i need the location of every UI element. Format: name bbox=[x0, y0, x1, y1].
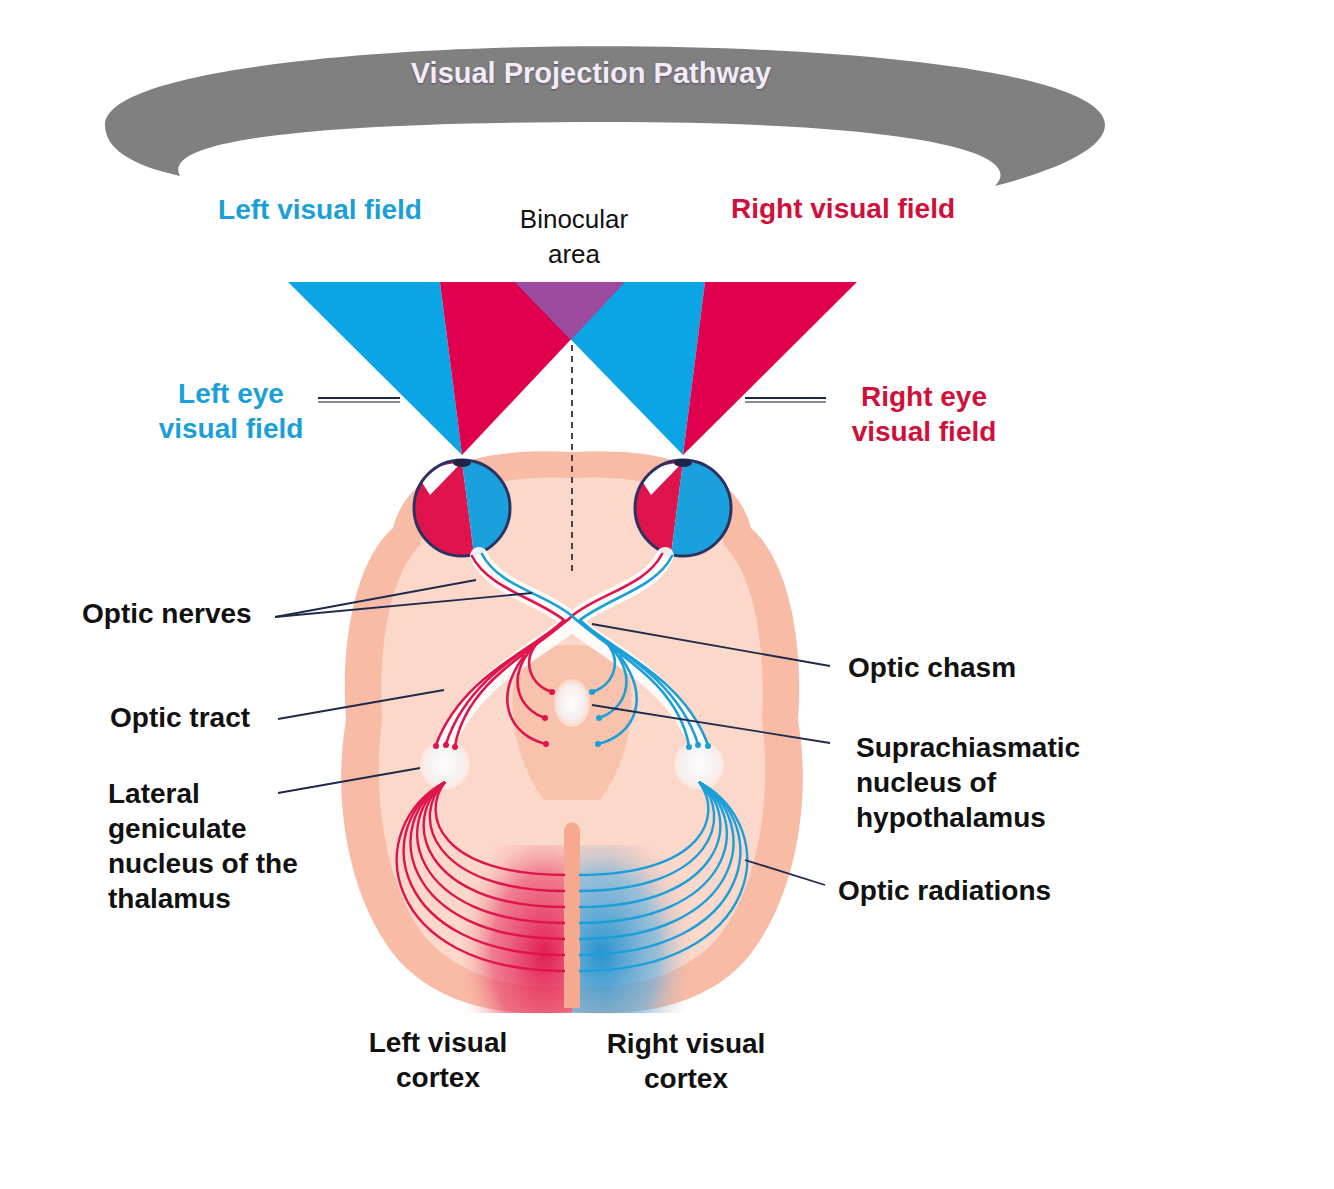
visual-field-label: Left visual field bbox=[218, 192, 422, 227]
left-eye-nasal-field bbox=[440, 282, 625, 455]
red-scn-fiber bbox=[507, 656, 546, 744]
blue-fiber bbox=[482, 554, 698, 744]
red-fiber bbox=[446, 554, 662, 744]
leader-line bbox=[278, 768, 420, 793]
leader-line bbox=[318, 401, 400, 403]
left-eye-temporal-field bbox=[288, 282, 462, 455]
left-optic-radiations bbox=[397, 782, 565, 971]
eyeball-rim bbox=[635, 460, 731, 556]
blue-fiber bbox=[584, 626, 689, 746]
left-eye bbox=[400, 440, 530, 570]
right-eye-nasal-field bbox=[515, 282, 705, 455]
red-fiber bbox=[455, 626, 560, 746]
title-arc-band bbox=[105, 46, 1105, 186]
leader-line bbox=[745, 860, 825, 885]
red-dot bbox=[452, 744, 458, 750]
right-optic-radiations bbox=[579, 782, 747, 971]
cortex-label: Left visual cortex bbox=[338, 1025, 538, 1095]
leader-line bbox=[592, 705, 830, 743]
illustration-part bbox=[621, 440, 751, 570]
structure-label: Optic nerves bbox=[82, 596, 252, 631]
eye-field-label: Right eye visual field bbox=[839, 379, 1009, 449]
structure-label: Optic chasm bbox=[848, 650, 1016, 685]
red-dot bbox=[433, 743, 439, 749]
leader-line bbox=[592, 624, 830, 666]
suprachiasmatic-nucleus bbox=[554, 679, 590, 727]
radiation-fiber bbox=[436, 782, 565, 875]
longitudinal-fissure bbox=[564, 823, 580, 1009]
structure-label: Lateral geniculate nucleus of the thalam… bbox=[108, 776, 298, 916]
area-label: Binocular area bbox=[504, 202, 644, 272]
red-dot bbox=[543, 741, 549, 747]
pupil bbox=[453, 459, 471, 467]
red-dot bbox=[542, 715, 548, 721]
blue-fiber bbox=[580, 556, 708, 745]
fiber-endings bbox=[433, 689, 711, 750]
diagram-title: Visual Projection Pathway bbox=[411, 55, 771, 91]
illustration-part bbox=[400, 440, 530, 570]
right-eye-temporal-field bbox=[683, 282, 857, 455]
radiation-fiber bbox=[397, 782, 565, 971]
leader-lines bbox=[275, 398, 830, 885]
structure-label: Optic radiations bbox=[838, 873, 1051, 908]
leader-line bbox=[275, 580, 476, 617]
midline-dashed bbox=[571, 345, 573, 575]
leader-line bbox=[318, 397, 400, 399]
eye-field-label: Left eye visual field bbox=[146, 376, 316, 446]
binocular-overlap bbox=[515, 282, 625, 340]
blue-dot bbox=[686, 744, 692, 750]
blue-dot bbox=[705, 743, 711, 749]
leader-line bbox=[278, 690, 444, 719]
pupil bbox=[674, 459, 692, 467]
blue-dot bbox=[695, 742, 701, 748]
retina-right-half bbox=[669, 440, 751, 570]
right-eye bbox=[621, 440, 751, 570]
leader-line bbox=[745, 397, 826, 399]
eyeball-rim bbox=[414, 460, 510, 556]
blue-dot bbox=[595, 741, 601, 747]
blue-scn-fiber bbox=[598, 656, 637, 744]
leader-line bbox=[275, 593, 532, 617]
ribbon bbox=[572, 622, 698, 745]
visual-field-label: Right visual field bbox=[731, 191, 955, 226]
structure-label: Optic tract bbox=[110, 700, 250, 735]
cortex-label: Right visual cortex bbox=[586, 1026, 786, 1096]
ribbon bbox=[446, 622, 572, 745]
leader-line bbox=[745, 401, 826, 403]
radiation-fiber bbox=[579, 782, 708, 875]
blue-dot bbox=[589, 689, 595, 695]
blue-dot bbox=[596, 715, 602, 721]
radiation-fiber bbox=[579, 782, 747, 971]
red-dot bbox=[443, 742, 449, 748]
left-occipital-lobe bbox=[462, 845, 572, 1013]
red-dot bbox=[549, 689, 555, 695]
structure-label: Suprachiasmatic nucleus of hypothalamus bbox=[856, 730, 1106, 835]
